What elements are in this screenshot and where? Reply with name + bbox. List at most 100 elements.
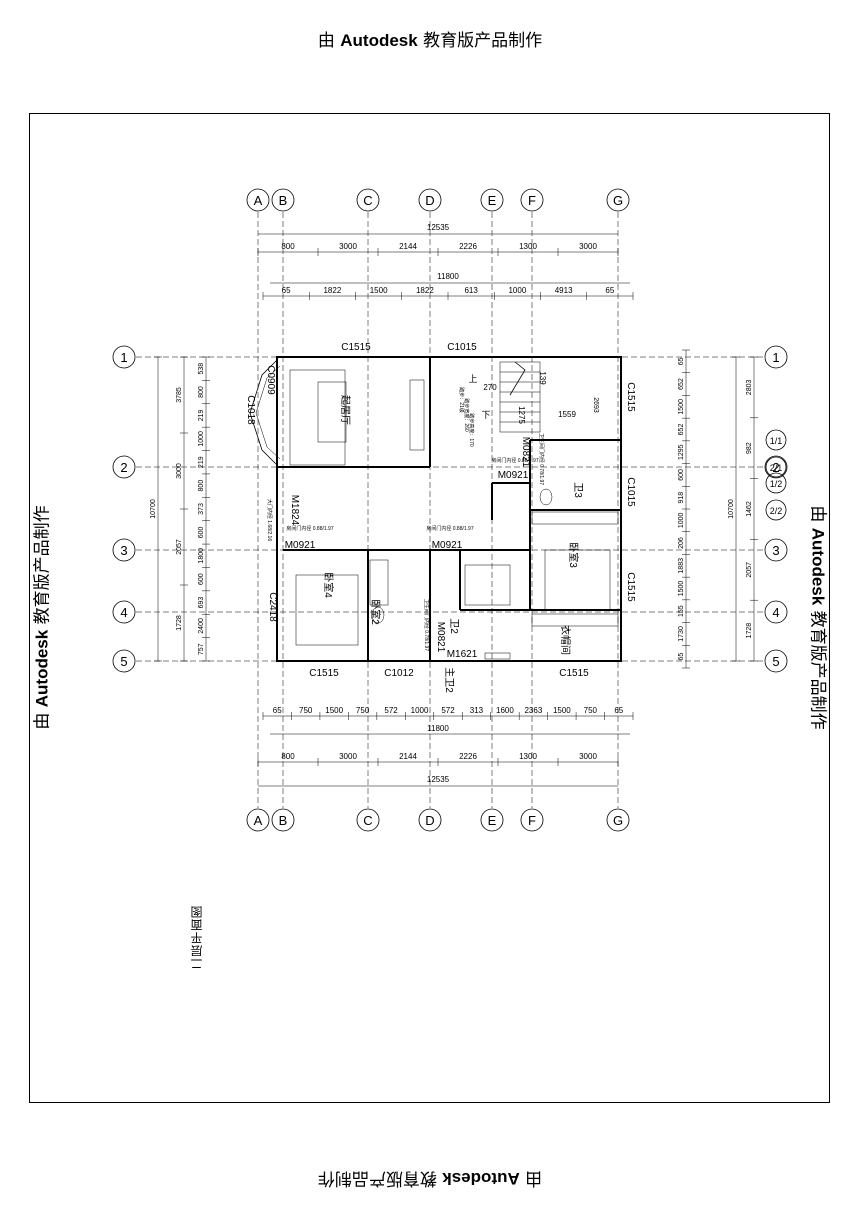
dim-value: 800	[198, 480, 205, 492]
sub-grid-bubble	[765, 499, 787, 521]
stair-down: 下	[481, 410, 490, 420]
note-label: 大门内径 1.68/2.16	[266, 499, 273, 541]
grid-bubble-label: D	[425, 813, 434, 828]
dim-value: 1500	[553, 706, 571, 715]
dim-value: 982	[746, 442, 753, 454]
note-label: 房间门内径 0.88/1.97	[491, 457, 538, 464]
dim-value: 1730	[678, 626, 685, 642]
dim-value: 3000	[339, 242, 357, 251]
dim-value: 1822	[323, 286, 341, 295]
dim-value: 3000	[339, 752, 357, 761]
dim-value: 750	[584, 706, 598, 715]
sub-grid-bubble	[765, 456, 787, 478]
dim-value: 10700	[150, 499, 157, 519]
grid-bubble	[356, 188, 380, 212]
room-label: 主卫2	[443, 667, 455, 693]
grid-bubble-label: E	[488, 193, 497, 208]
dim-value: 1500	[325, 706, 343, 715]
window-label: C1515	[625, 572, 636, 602]
room-label: 卫2	[448, 618, 459, 634]
wardrobe-cloak	[531, 613, 619, 627]
sub-grid-bubble-label: 1/2	[770, 479, 783, 489]
toilet-2	[371, 606, 385, 624]
drawing-frame	[29, 113, 830, 1103]
grid-bubble-label: 3	[772, 543, 779, 558]
grid-bubble	[764, 600, 788, 624]
dim-value: 652	[678, 378, 685, 390]
grid-bubble	[764, 455, 788, 479]
staircase	[499, 361, 541, 433]
grid-bubble	[112, 455, 136, 479]
dim-value: 219	[198, 456, 205, 468]
dim-value: 572	[384, 706, 398, 715]
grid-bubble	[418, 808, 442, 832]
door-label: M0921	[285, 540, 316, 551]
watermark-top: 由 Autodesk 教育版产品制作	[317, 31, 543, 51]
door-label: M0821	[435, 622, 446, 653]
bathtub	[369, 559, 389, 606]
wardrobe-3	[531, 511, 619, 525]
dim-value: 1000	[411, 706, 429, 715]
grid-bubble-label: 5	[772, 654, 779, 669]
stair-dim: 1559	[558, 410, 576, 419]
grid-bubble	[356, 808, 380, 832]
window-label: C2418	[267, 592, 278, 622]
grid-bubble	[764, 649, 788, 673]
stair-dim: 1275	[517, 406, 526, 424]
grid-bubble	[520, 188, 544, 212]
dim-value: 3000	[176, 463, 183, 479]
grid-bubble-label: G	[613, 813, 623, 828]
dim-value: 613	[464, 286, 478, 295]
dim-value: 1728	[176, 615, 183, 631]
stair-dim: 2693	[592, 397, 599, 413]
dim-value: 600	[198, 526, 205, 538]
door-label: M1824	[289, 495, 300, 526]
bay-window-inner	[255, 365, 281, 460]
grid-bubble	[112, 649, 136, 673]
dim-value: 750	[356, 706, 370, 715]
stair-up: 上	[468, 374, 477, 384]
dim-value: 3785	[176, 387, 183, 403]
dim-value: 538	[198, 363, 205, 375]
sub-grid-bubble-label: 2/2	[770, 506, 783, 516]
dim-value: 2226	[459, 752, 477, 761]
dim-value: 1500	[678, 581, 685, 597]
dim-value: 219	[198, 410, 205, 422]
grid-bubble	[418, 188, 442, 212]
room-label: 起居厅	[339, 395, 351, 425]
dim-value: 2803	[746, 380, 753, 396]
dim-value: 10700	[728, 499, 735, 519]
stair-note: 踏步：21级	[458, 387, 465, 413]
grid-bubble-label: A	[254, 813, 263, 828]
dim-value: 1000	[198, 431, 205, 447]
window-label: C1018	[245, 395, 256, 425]
dim-value: 373	[198, 503, 205, 515]
door-label: M1621	[447, 649, 478, 660]
note-label: 房间门内径 0.88/1.97	[426, 525, 473, 532]
sub-grid-bubble	[765, 472, 787, 494]
dim-value: 1883	[678, 558, 685, 574]
stair-note: 踏步宽度：260	[463, 398, 470, 432]
drawing-title: 二层平面图	[190, 905, 204, 970]
dim-value: 3000	[579, 242, 597, 251]
grid-bubble-label: 3	[120, 543, 127, 558]
note-label: 卫生间门内径 0.78/1.97	[538, 433, 545, 485]
grid-bubble-label: D	[425, 193, 434, 208]
sub-grid-bubble-label: 2/1	[770, 463, 783, 473]
dim-value: 3000	[579, 752, 597, 761]
furniture	[289, 369, 619, 660]
grid-bubble	[480, 808, 504, 832]
stair-dim: 139	[538, 371, 547, 385]
grid-bubble	[246, 188, 270, 212]
window-label: C1515	[559, 668, 589, 679]
dim-total-top: 12535	[427, 223, 450, 232]
grid-bubble	[112, 538, 136, 562]
window-label: C1515	[625, 382, 636, 412]
coffee-table	[317, 381, 347, 443]
grid-bubble-label: 4	[772, 605, 779, 620]
sofa-set	[289, 369, 346, 466]
stair-note: 踏步高度：170	[468, 413, 475, 447]
dim-value: 2057	[176, 539, 183, 555]
